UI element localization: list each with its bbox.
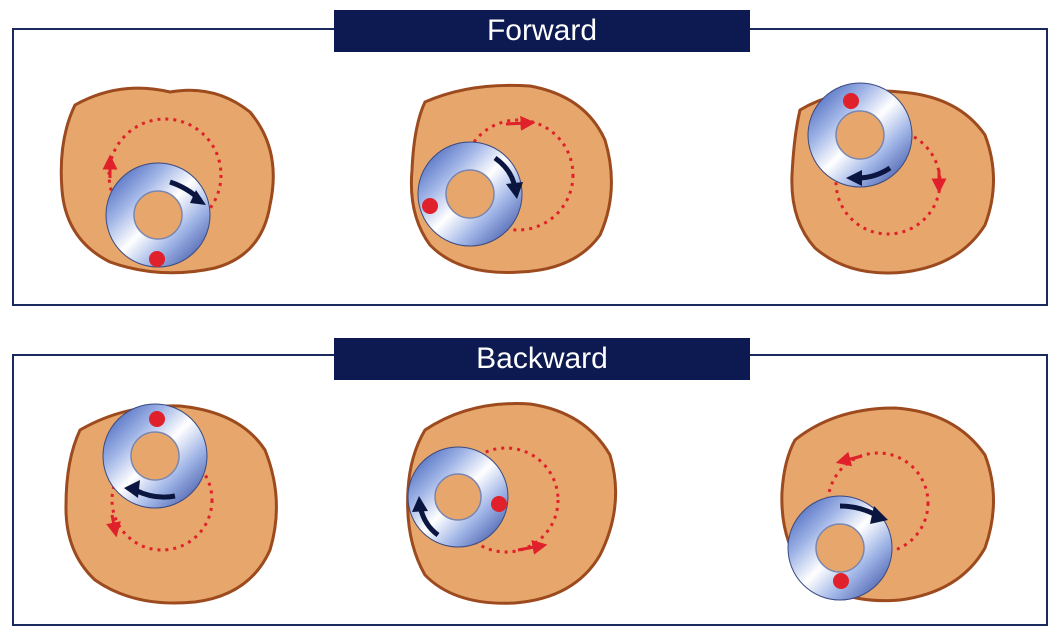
path-arrow (506, 123, 528, 124)
red-marker (149, 251, 165, 267)
ring-hole (816, 524, 864, 572)
red-marker (833, 573, 849, 589)
red-marker (843, 93, 859, 109)
red-marker (422, 198, 438, 214)
red-marker (491, 496, 507, 512)
ring-hole (134, 191, 182, 239)
ring-hole (836, 111, 884, 159)
ring-hole (131, 432, 179, 480)
backward-banner: Backward (334, 338, 750, 380)
backward-step-1 (66, 404, 276, 603)
backward-step-3 (782, 408, 994, 601)
backward-step-2 (408, 404, 616, 604)
ring-hole (446, 170, 494, 218)
forward-step-2 (411, 85, 611, 272)
red-marker (149, 411, 165, 427)
forward-banner: Forward (334, 10, 750, 52)
forward-step-3 (792, 83, 994, 273)
forward-step-1 (61, 88, 273, 273)
ring-hole (435, 474, 481, 520)
